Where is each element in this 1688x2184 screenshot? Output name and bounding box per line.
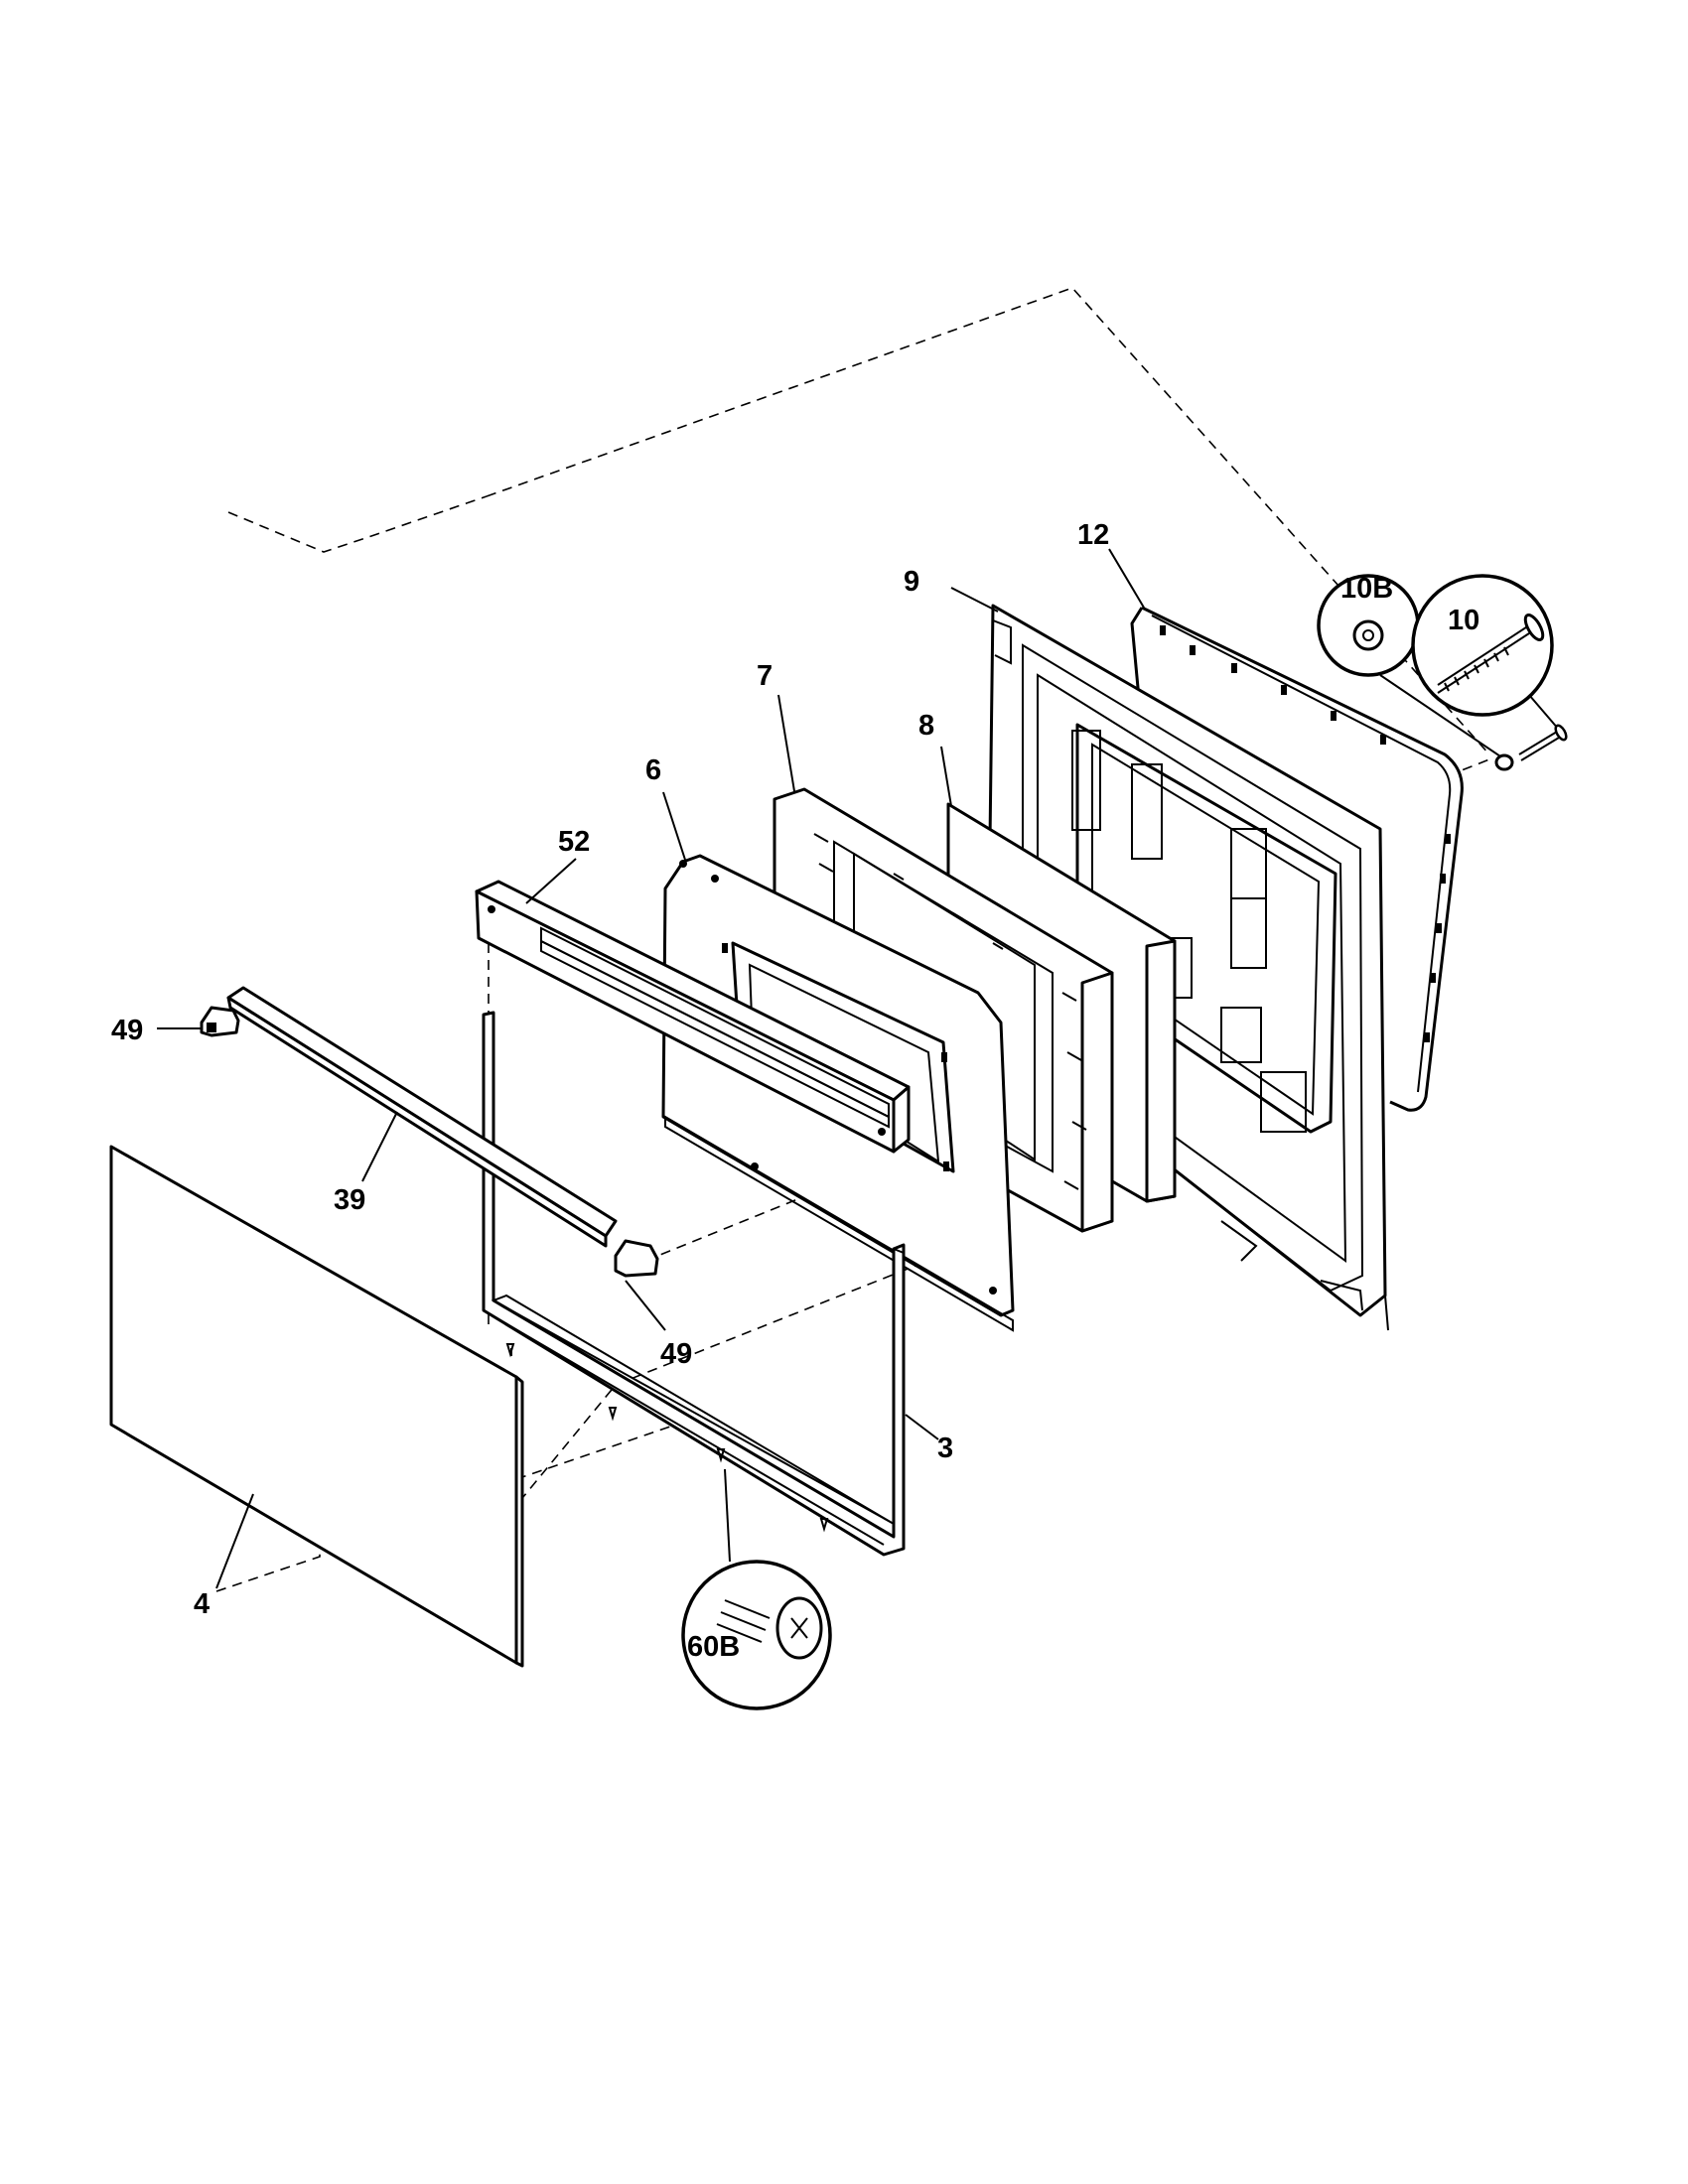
callout-60b: 60B: [687, 1631, 740, 1663]
callout-49-bottom: 49: [660, 1338, 692, 1370]
detail-10-screw: [1411, 574, 1560, 731]
callout-10: 10: [1448, 605, 1479, 636]
callout-4: 4: [194, 1588, 210, 1620]
callout-12: 12: [1077, 519, 1109, 551]
callout-10b: 10B: [1340, 573, 1393, 605]
callout-49-top: 49: [111, 1015, 143, 1046]
detail-10b-washer: [1317, 574, 1510, 763]
callout-7: 7: [757, 660, 773, 692]
part-49-end-cap-bottom: [614, 1239, 659, 1278]
part-39-channel: [226, 986, 618, 1248]
callout-52: 52: [558, 826, 590, 858]
part-4-outer-glass: [109, 1145, 524, 1668]
callout-labels: 12 9 10B 10 7 8 6 52 49 39 49 3 4 60B: [111, 519, 1479, 1663]
callout-3: 3: [937, 1433, 953, 1464]
part-52-vent-trim: [475, 880, 911, 1154]
callout-6: 6: [645, 754, 661, 786]
callout-39: 39: [334, 1184, 365, 1216]
assembly-washer-screw: [1494, 724, 1568, 771]
gasket-clips: [1160, 625, 1451, 1042]
leader-lines: [157, 548, 1145, 1589]
detail-60b-screw: [681, 1468, 832, 1710]
screws: [505, 1343, 829, 1533]
callout-8: 8: [918, 710, 934, 742]
callout-9: 9: [904, 566, 919, 598]
part-49-end-cap-top: [200, 1006, 240, 1037]
